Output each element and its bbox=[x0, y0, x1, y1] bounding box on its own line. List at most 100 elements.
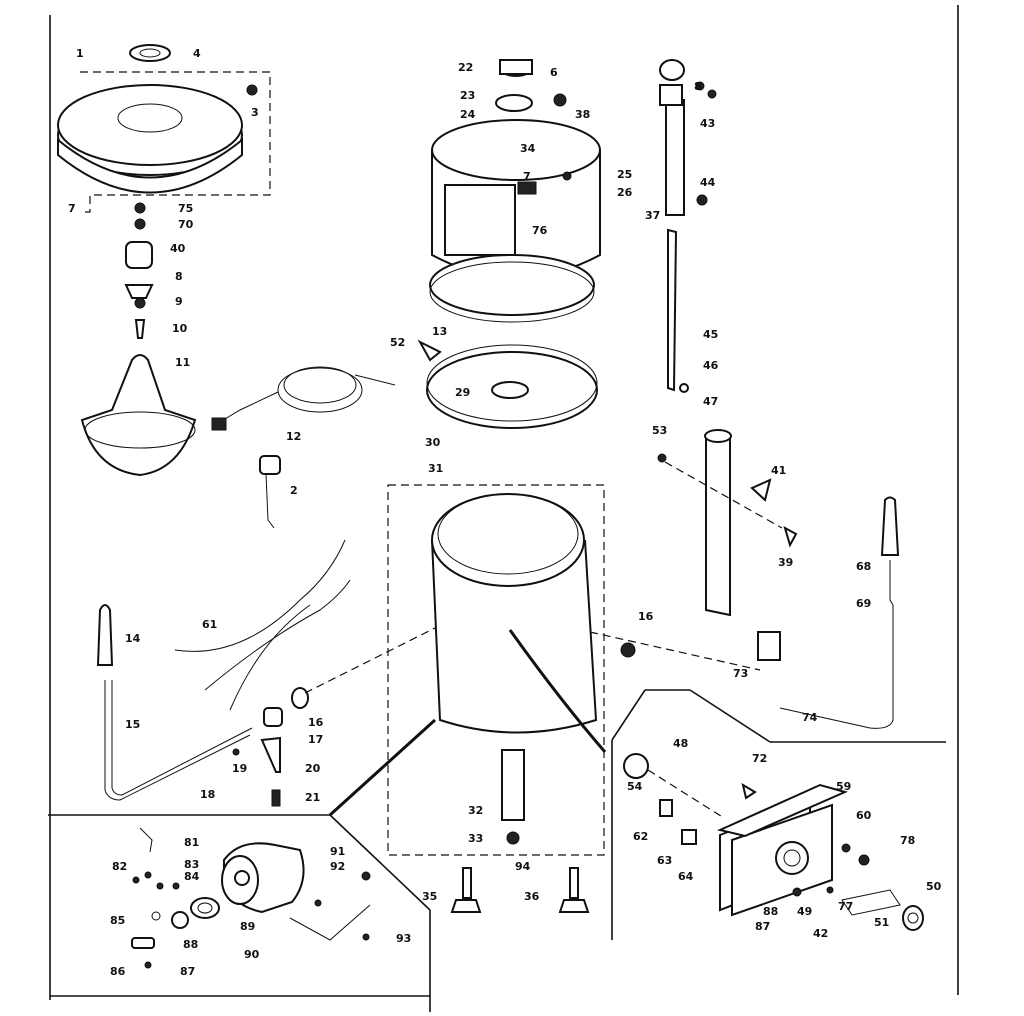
callout-17: 17 bbox=[308, 733, 323, 746]
callout-70: 70 bbox=[178, 218, 194, 231]
callout-94: 94 bbox=[515, 860, 531, 873]
callout-63: 63 bbox=[657, 854, 672, 867]
callout-10: 10 bbox=[172, 322, 188, 335]
callout-23: 23 bbox=[460, 89, 475, 102]
callout-86: 86 bbox=[110, 965, 126, 978]
callout-87: 87 bbox=[755, 920, 770, 933]
callout-34: 34 bbox=[520, 142, 536, 155]
hose-assembly bbox=[589, 496, 900, 729]
callout-85: 85 bbox=[110, 914, 125, 927]
callout-19: 19 bbox=[232, 762, 247, 775]
leveling-feet bbox=[450, 867, 590, 913]
callout-69: 69 bbox=[856, 597, 871, 610]
callout-41: 41 bbox=[771, 464, 786, 477]
callout-93: 93 bbox=[396, 932, 411, 945]
callout-8b: 8 bbox=[694, 80, 702, 93]
pulley-assembly bbox=[57, 44, 271, 213]
callout-88b: 88 bbox=[183, 938, 198, 951]
callout-16b: 16 bbox=[638, 610, 654, 623]
callout-labels: 1 4 3 7 75 70 40 8 9 10 11 22 23 24 6 38… bbox=[68, 47, 942, 978]
tub-ring bbox=[417, 339, 598, 429]
callout-26: 26 bbox=[617, 186, 633, 199]
frame-lines bbox=[48, 5, 959, 1012]
callout-1: 1 bbox=[76, 47, 84, 60]
callout-84: 84 bbox=[184, 870, 200, 883]
callout-62: 62 bbox=[633, 830, 648, 843]
callout-16: 16 bbox=[308, 716, 324, 729]
callout-45: 45 bbox=[703, 328, 718, 341]
callout-7b: 7 bbox=[523, 170, 531, 183]
callout-92: 92 bbox=[330, 860, 345, 873]
callout-59: 59 bbox=[836, 780, 851, 793]
callout-29: 29 bbox=[455, 386, 470, 399]
power-cord bbox=[211, 366, 396, 431]
callout-90: 90 bbox=[244, 948, 260, 961]
callout-11: 11 bbox=[175, 356, 190, 369]
callout-60: 60 bbox=[856, 809, 872, 822]
callout-48: 48 bbox=[673, 737, 688, 750]
callout-9: 9 bbox=[175, 295, 183, 308]
callout-77: 77 bbox=[838, 900, 853, 913]
callout-54: 54 bbox=[627, 780, 643, 793]
callout-83: 83 bbox=[184, 858, 199, 871]
callout-15: 15 bbox=[125, 718, 140, 731]
callout-12: 12 bbox=[286, 430, 301, 443]
callout-47: 47 bbox=[703, 395, 718, 408]
callout-7: 7 bbox=[68, 202, 76, 215]
callout-20: 20 bbox=[305, 762, 321, 775]
callout-31: 31 bbox=[428, 462, 443, 475]
shaft-assembly bbox=[657, 59, 798, 617]
callout-82: 82 bbox=[112, 860, 127, 873]
callout-46: 46 bbox=[703, 359, 719, 372]
callout-44: 44 bbox=[700, 176, 716, 189]
callout-61: 61 bbox=[202, 618, 217, 631]
callout-81: 81 bbox=[184, 836, 199, 849]
callout-68: 68 bbox=[856, 560, 871, 573]
callout-91: 91 bbox=[330, 845, 345, 858]
callout-53: 53 bbox=[652, 424, 667, 437]
callout-42: 42 bbox=[813, 927, 828, 940]
callout-14: 14 bbox=[125, 632, 141, 645]
control-panel bbox=[623, 753, 924, 931]
callout-37: 37 bbox=[645, 209, 660, 222]
callout-21: 21 bbox=[305, 791, 320, 804]
callout-51: 51 bbox=[874, 916, 889, 929]
callout-35: 35 bbox=[422, 890, 437, 903]
callout-87b: 87 bbox=[180, 965, 195, 978]
callout-3: 3 bbox=[251, 106, 259, 119]
callout-74: 74 bbox=[802, 711, 818, 724]
callout-8: 8 bbox=[175, 270, 183, 283]
tub-assembly bbox=[429, 59, 601, 323]
callout-33: 33 bbox=[468, 832, 483, 845]
callout-2: 2 bbox=[290, 484, 298, 497]
callout-78: 78 bbox=[900, 834, 915, 847]
cabinet bbox=[387, 484, 605, 856]
callout-64: 64 bbox=[678, 870, 694, 883]
callout-22: 22 bbox=[458, 61, 473, 74]
callout-43: 43 bbox=[700, 117, 715, 130]
callout-30: 30 bbox=[425, 436, 441, 449]
callout-72: 72 bbox=[752, 752, 767, 765]
callout-49: 49 bbox=[797, 905, 812, 918]
callout-40: 40 bbox=[170, 242, 186, 255]
callout-18: 18 bbox=[200, 788, 215, 801]
callout-25: 25 bbox=[617, 168, 632, 181]
callout-73: 73 bbox=[733, 667, 748, 680]
motor-assembly bbox=[131, 827, 371, 969]
callout-4: 4 bbox=[193, 47, 201, 60]
agitator-stack bbox=[80, 202, 197, 477]
callout-13: 13 bbox=[432, 325, 447, 338]
callout-88: 88 bbox=[763, 905, 778, 918]
switch bbox=[259, 455, 281, 529]
callout-89: 89 bbox=[240, 920, 255, 933]
callout-76: 76 bbox=[532, 224, 548, 237]
assembly-arrows bbox=[328, 629, 607, 817]
callout-39: 39 bbox=[778, 556, 793, 569]
callout-75: 75 bbox=[178, 202, 193, 215]
callout-24: 24 bbox=[460, 108, 476, 121]
callout-36: 36 bbox=[524, 890, 540, 903]
callout-50: 50 bbox=[926, 880, 942, 893]
wire-harness bbox=[96, 539, 436, 807]
callout-32: 32 bbox=[468, 804, 483, 817]
